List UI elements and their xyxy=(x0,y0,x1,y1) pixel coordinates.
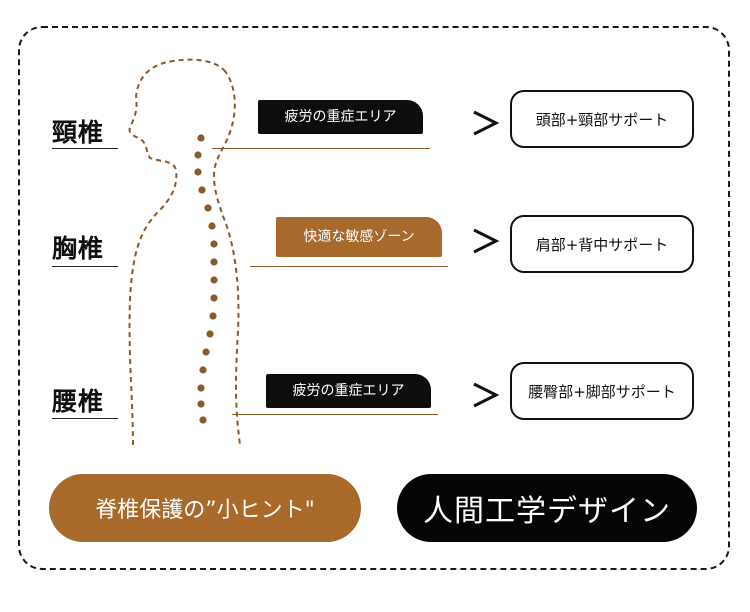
tag-cervical: 疲労の重症エリア xyxy=(258,100,423,134)
leader-line-cervical xyxy=(212,148,430,149)
spine-dot xyxy=(209,312,217,320)
spine-dot xyxy=(210,276,218,284)
diagram-frame xyxy=(18,26,730,570)
leader-line-thoracic xyxy=(250,266,448,267)
region-underline-lumbar xyxy=(52,418,118,419)
region-underline-cervical xyxy=(52,148,118,149)
support-box-cervical: 頭部+頸部サポート xyxy=(510,90,694,148)
spine-dot xyxy=(197,400,205,408)
leader-line-lumbar xyxy=(232,414,438,415)
spine-dot xyxy=(194,168,202,176)
tag-thoracic: 快適な敏感ゾーン xyxy=(276,217,442,257)
chevron-right-icon xyxy=(473,228,500,254)
spine-dots xyxy=(194,134,218,424)
silhouette-back-outline xyxy=(212,69,241,446)
spine-dot xyxy=(204,204,212,212)
spine-dot xyxy=(210,294,218,302)
spine-dot xyxy=(206,330,214,338)
support-box-lumbar: 腰臀部+脚部サポート xyxy=(510,362,694,420)
chevron-right-icon xyxy=(473,382,500,408)
spine-dot xyxy=(202,348,210,356)
spine-dot xyxy=(208,222,216,230)
spine-dot xyxy=(198,186,206,194)
spine-dot xyxy=(199,416,207,424)
region-label-thoracic: 胸椎 xyxy=(52,234,105,263)
region-label-lumbar: 腰椎 xyxy=(52,387,105,416)
support-box-thoracic: 肩部+背中サポート xyxy=(510,215,694,273)
tag-lumbar: 疲労の重症エリア xyxy=(266,374,431,408)
spine-dot xyxy=(199,366,207,374)
region-label-cervical: 頸椎 xyxy=(52,118,105,147)
spine-tip-button[interactable]: 脊椎保護の”小ヒント" xyxy=(49,474,361,542)
spine-dot xyxy=(197,384,205,392)
spine-dot xyxy=(197,134,205,142)
chevron-right-icon xyxy=(473,110,500,136)
region-underline-thoracic xyxy=(52,266,118,267)
spine-dot xyxy=(194,151,202,159)
spine-dot xyxy=(210,240,218,248)
silhouette-front-outline xyxy=(128,58,225,446)
ergonomic-design-button[interactable]: 人間工学デザイン xyxy=(397,474,697,542)
spine-dot xyxy=(210,258,218,266)
